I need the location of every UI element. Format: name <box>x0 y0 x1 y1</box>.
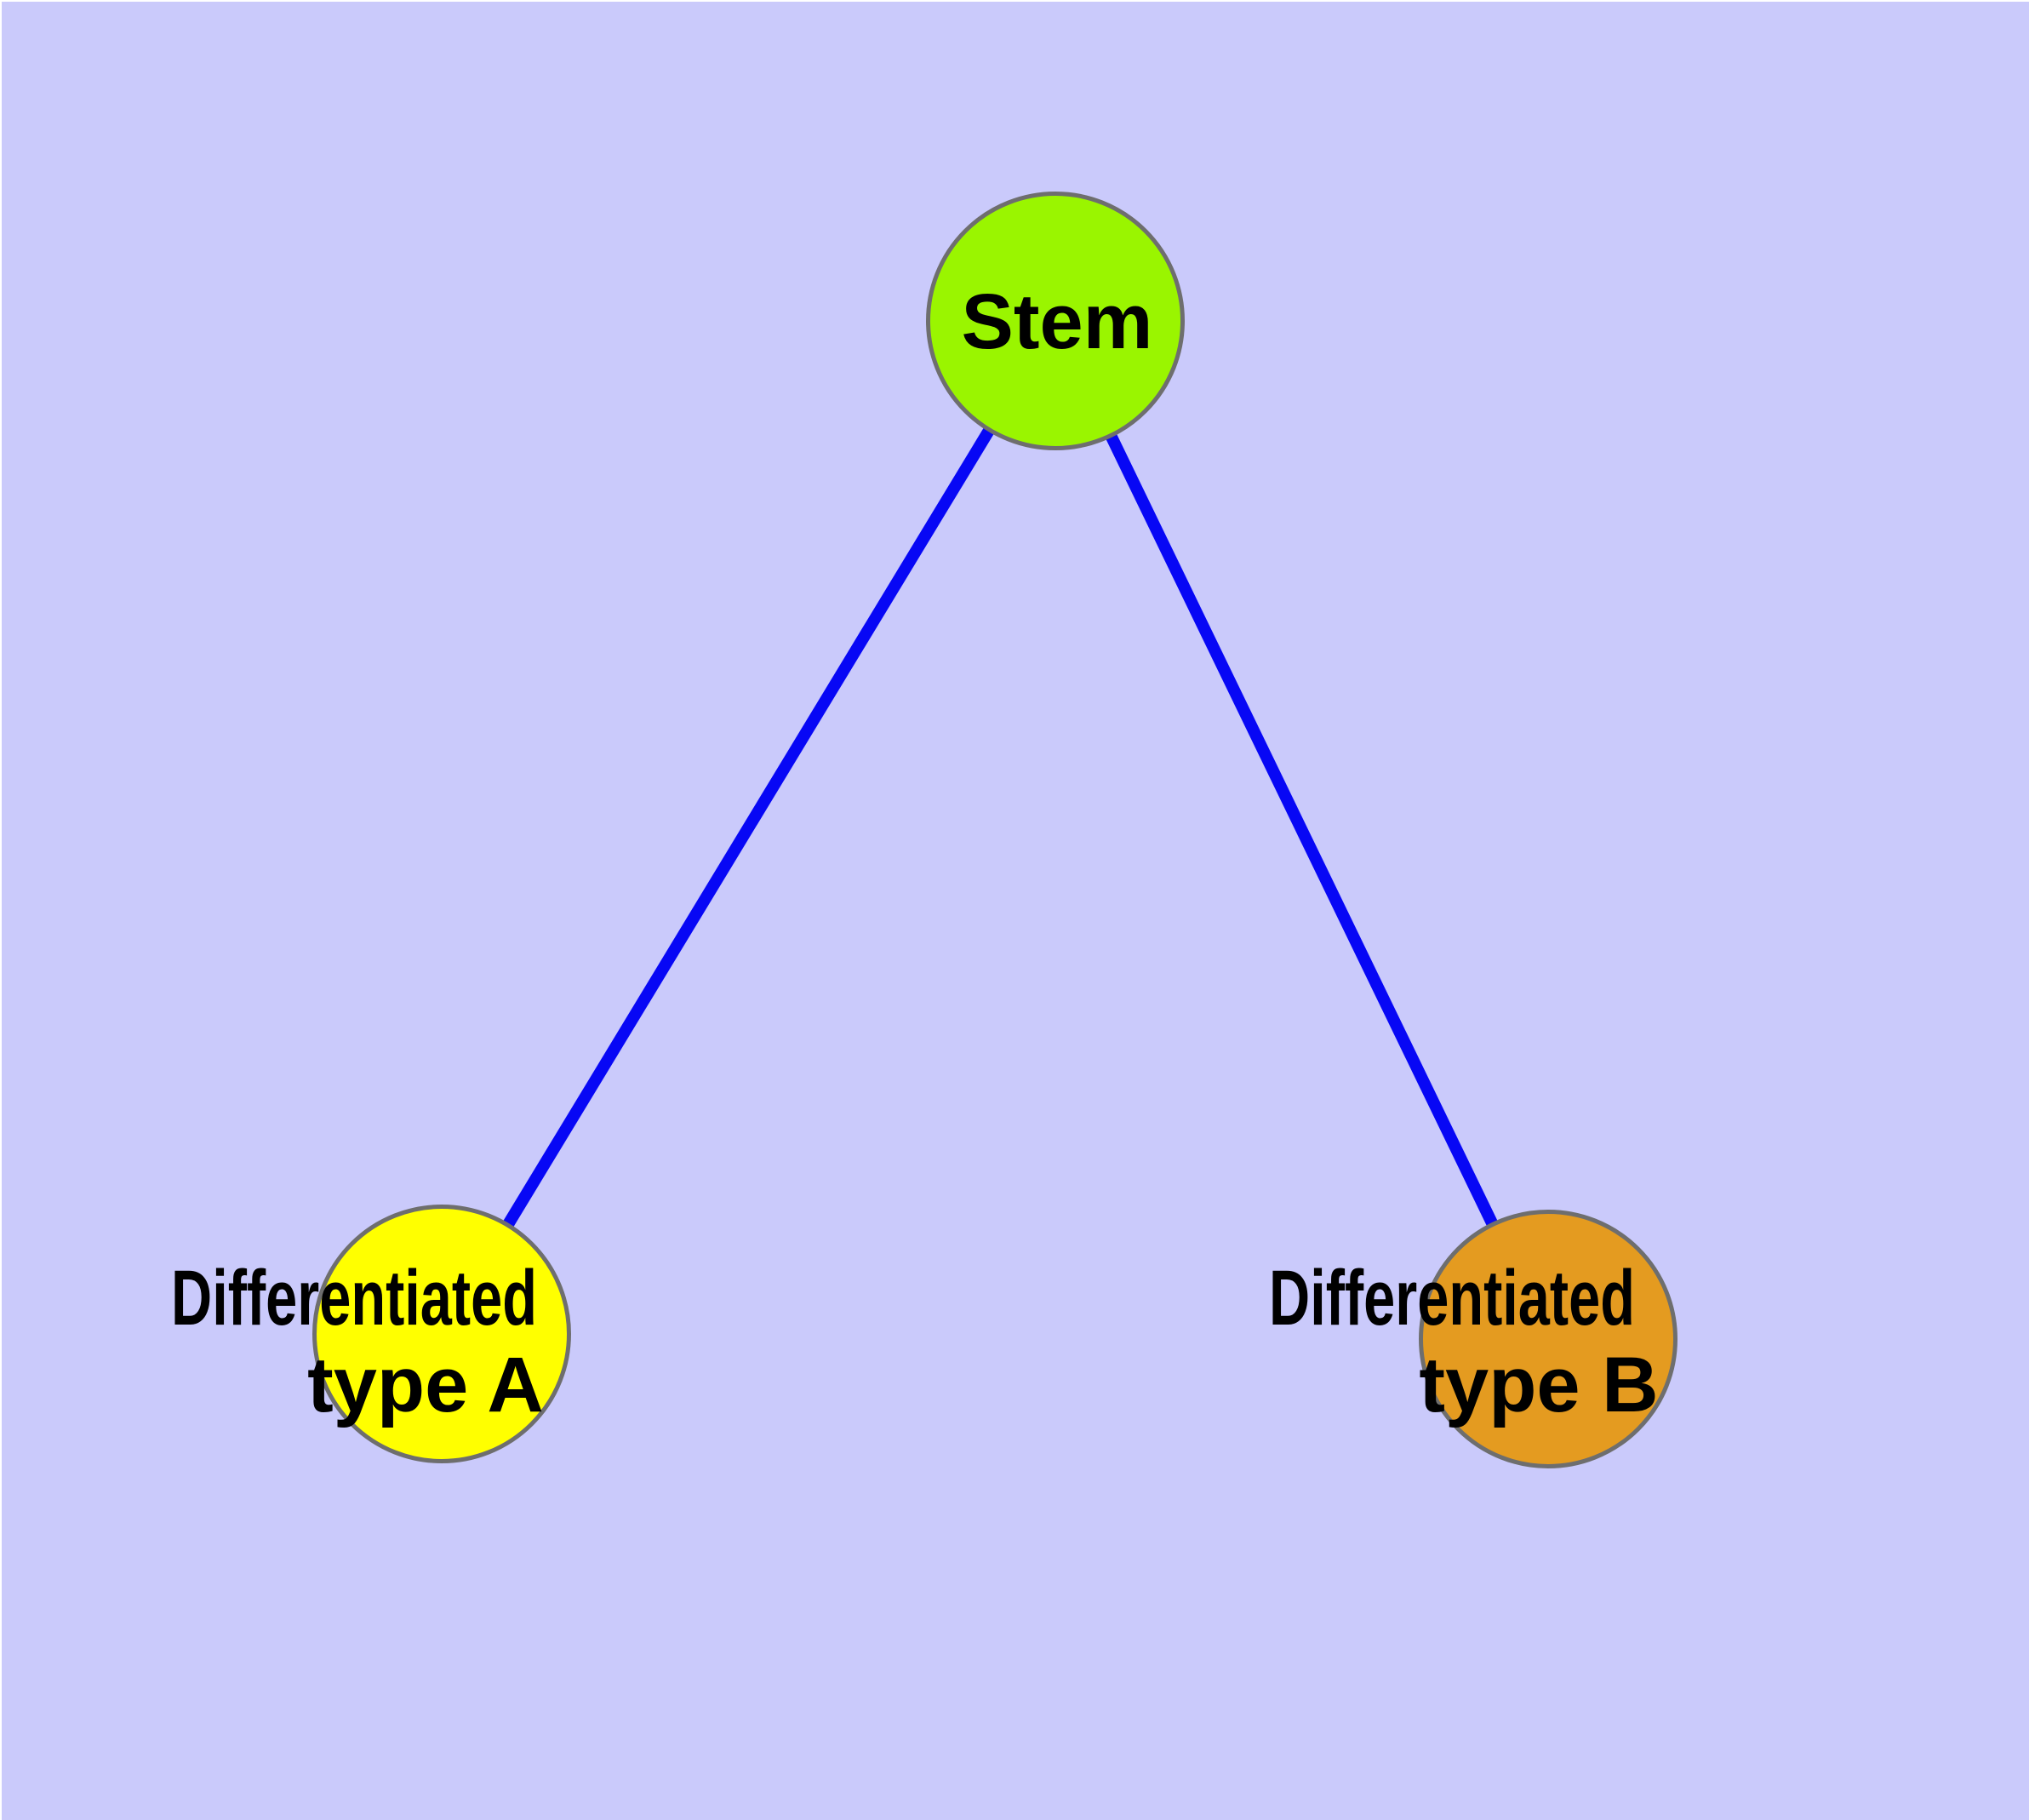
node-differentiated-type-b-label-line2: type B <box>1419 1342 1659 1428</box>
edge-stem-to-diff-b[interactable] <box>1049 318 1554 1342</box>
node-differentiated-type-a-label-line1: Differentiated <box>171 1255 537 1342</box>
edge-stem-to-diff-a[interactable] <box>437 318 1060 1337</box>
node-differentiated-type-a[interactable] <box>312 1205 571 1463</box>
node-differentiated-type-b-label-line1: Differentiated <box>1269 1255 1635 1342</box>
node-differentiated-type-b[interactable] <box>1419 1210 1677 1468</box>
node-stem[interactable] <box>926 192 1185 450</box>
node-differentiated-type-a-label-line2: type A <box>307 1342 544 1428</box>
node-stem-label: Stem <box>961 278 1153 365</box>
